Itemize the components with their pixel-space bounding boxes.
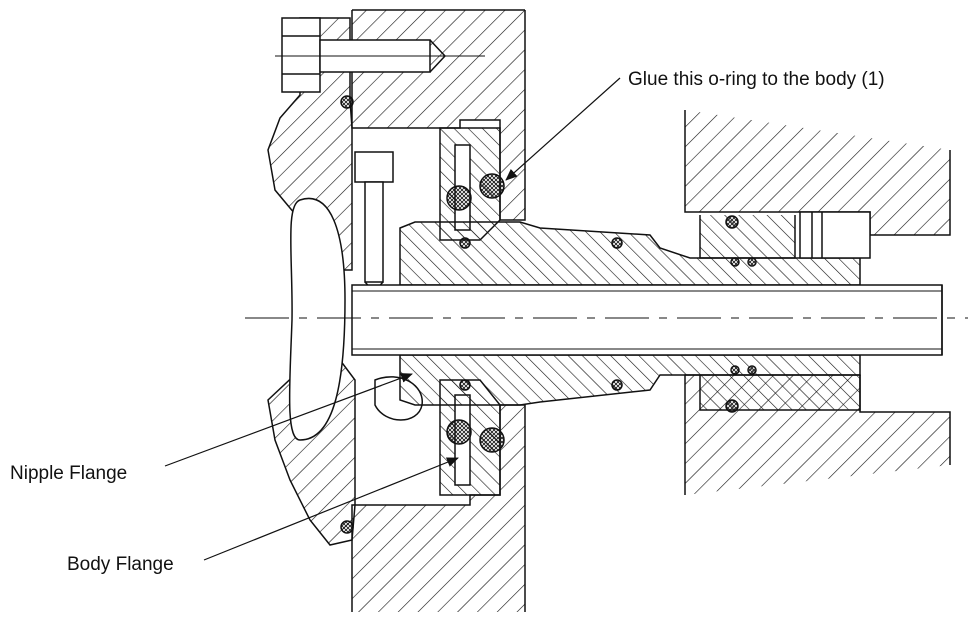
nipple-sleeve-lower <box>399 354 861 406</box>
right-housing-upper <box>684 110 951 259</box>
end-cap <box>799 211 871 259</box>
nipple-flange-label: Nipple Flange <box>10 463 128 484</box>
leader-lines <box>164 77 621 561</box>
body-flange-label: Body Flange <box>67 554 174 575</box>
vertical-pin <box>354 151 394 294</box>
shaft-tube <box>351 284 943 356</box>
bolt <box>275 17 485 93</box>
right-housing-lower <box>684 374 951 495</box>
body-casting <box>267 17 423 546</box>
o-rings <box>340 95 757 534</box>
glue-oring-label: Glue this o-ring to the body (1) <box>628 69 885 90</box>
